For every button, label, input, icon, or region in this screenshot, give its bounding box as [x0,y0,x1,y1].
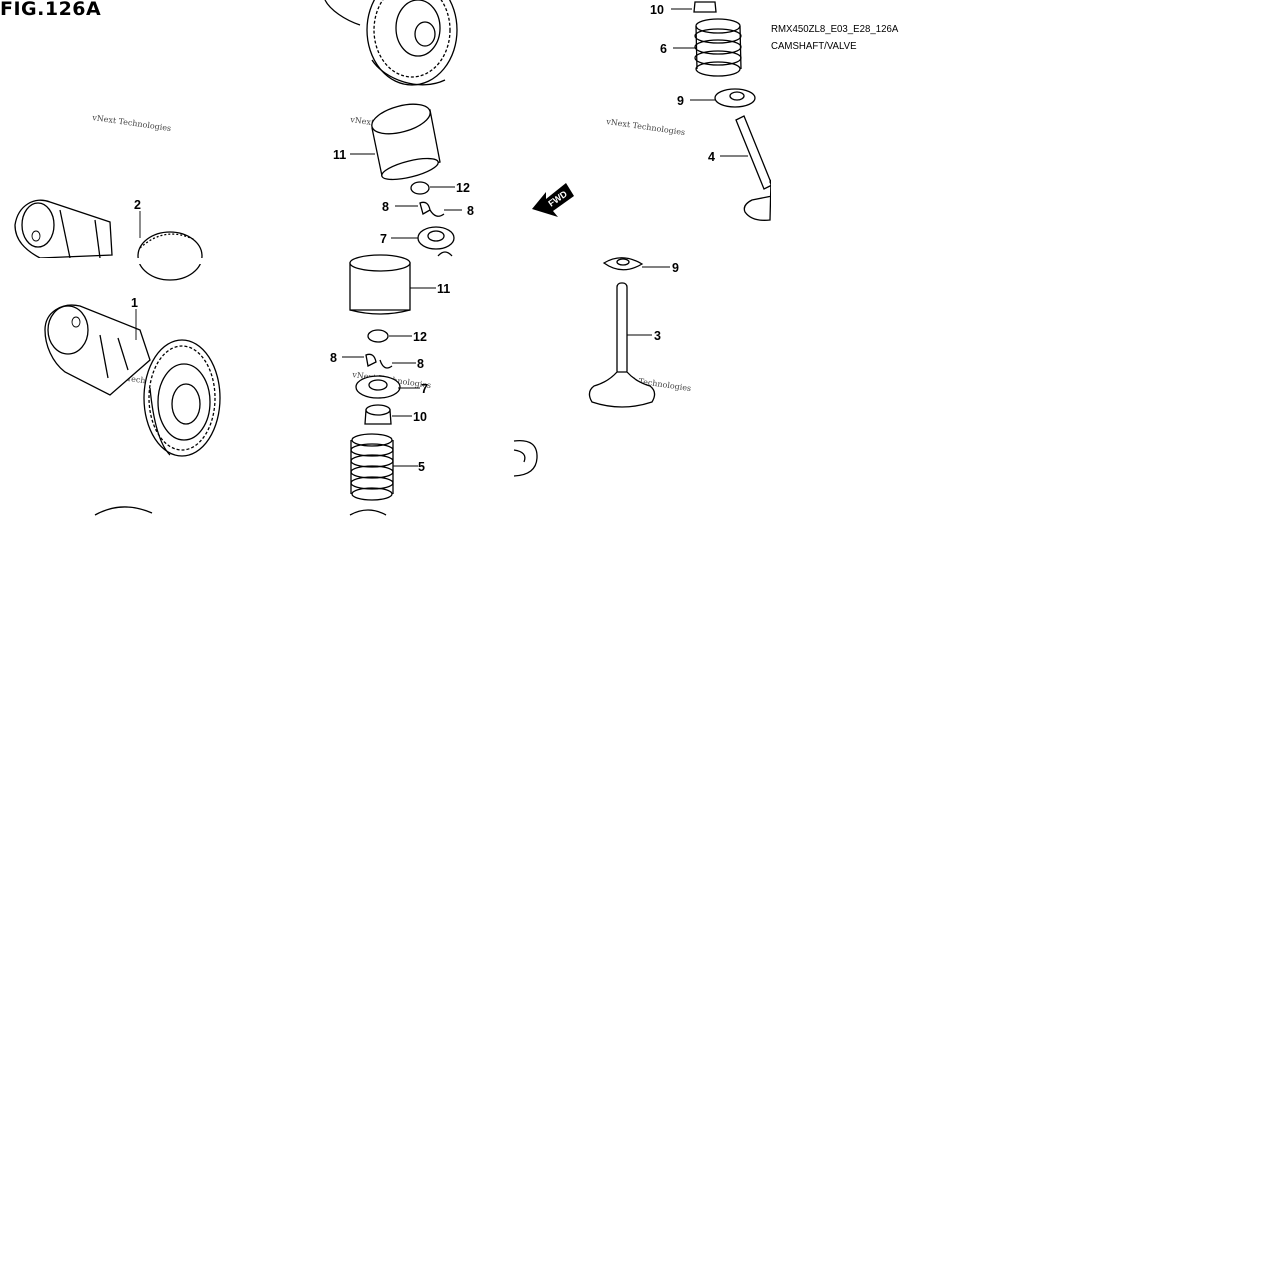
retainer-upper [417,226,455,257]
callout-11: 11 [437,282,450,296]
callout-12: 12 [413,330,427,344]
shim-lower [367,329,389,343]
watermark: vNext Technologies [91,113,172,133]
callout-12: 12 [456,181,470,195]
callout-8: 8 [382,200,389,214]
callout-7: 7 [421,382,428,396]
camshaft-1 [44,304,221,457]
oil-seal-top [693,1,717,13]
valve-spring-5 [350,433,394,501]
camshaft-2 [0,199,210,281]
partial-part [513,449,526,463]
valve-3 [588,282,656,408]
callout-4: 4 [708,150,715,164]
figure-subtitle: CAMSHAFT/VALVE [771,40,857,52]
retainer-lower [355,375,401,399]
tappet-lower [349,254,411,315]
fwd-arrow: FWD [532,183,574,217]
valve-4 [735,115,791,230]
callout-10: 10 [650,3,664,17]
partial-part [349,509,387,516]
callout-1: 1 [131,296,138,310]
leader-lines [135,8,748,467]
callouts: 2 1 11 12 8 8 7 11 12 8 8 7 10 5 10 6 9 … [131,3,715,474]
callout-8: 8 [417,357,424,371]
cotter [365,353,377,367]
tappet-upper [371,103,441,181]
shim-upper [410,181,430,195]
cotter [429,209,445,217]
figure-code: RMX450ZL8_E03_E28_126A [771,23,899,35]
callout-8: 8 [467,204,474,218]
valve-spring-6 [694,18,742,77]
callout-11: 11 [333,148,346,162]
spring-seat-top [714,88,756,108]
watermark: vNext Technologies [605,117,686,137]
callout-9: 9 [672,261,679,275]
figure-title: FIG.126A [0,0,102,20]
callout-10: 10 [413,410,427,424]
spring-seat-lower [602,257,644,271]
callout-3: 3 [654,329,661,343]
partial-part [94,506,153,516]
oil-seal-lower [364,404,392,425]
callout-5: 5 [418,460,425,474]
callout-6: 6 [660,42,667,56]
callout-8: 8 [330,351,337,365]
cotter [419,201,431,215]
cam-gear-top [324,0,458,86]
callout-7: 7 [380,232,387,246]
cotter [379,359,393,369]
callout-9: 9 [677,94,684,108]
callout-2: 2 [134,198,141,212]
